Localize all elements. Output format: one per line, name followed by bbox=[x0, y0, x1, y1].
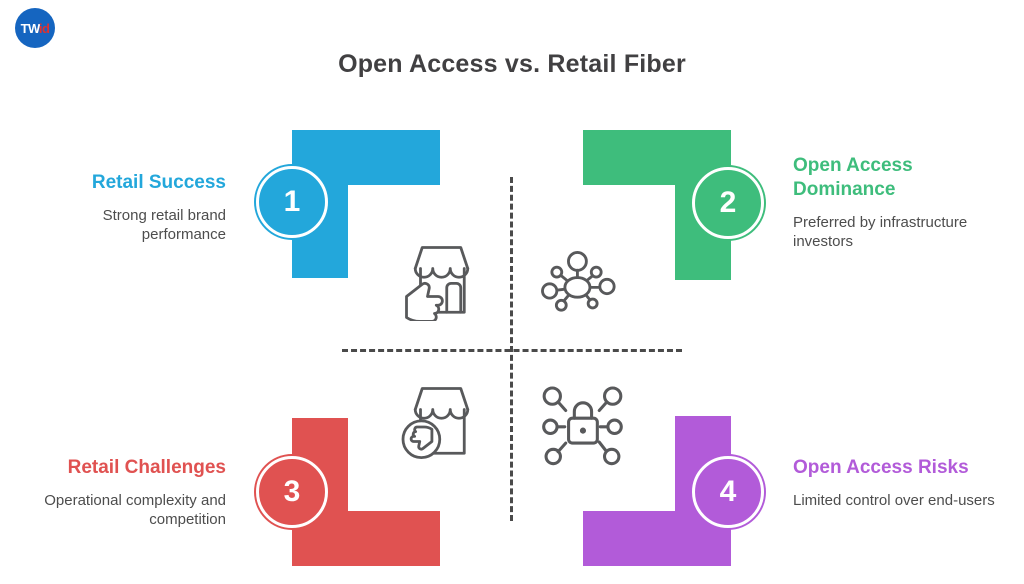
network-hub-icon bbox=[538, 246, 624, 318]
page-title: Open Access vs. Retail Fiber bbox=[338, 50, 686, 78]
brand-logo: TW id bbox=[15, 8, 55, 48]
quadrant-4-text: Open Access Risks Limited control over e… bbox=[793, 456, 1005, 510]
quadrant-3-description: Operational complexity and competition bbox=[44, 491, 226, 529]
quadrant-3-title: Retail Challenges bbox=[67, 457, 226, 478]
red-l-shape-horizontal-bar bbox=[292, 511, 440, 566]
step-4-badge: 4 bbox=[692, 456, 764, 528]
quadrant-2-description: Preferred by infrastructure investors bbox=[793, 213, 968, 251]
step-2-badge: 2 bbox=[692, 167, 764, 239]
store-thumbs-up-icon bbox=[396, 237, 480, 321]
step-3-badge: 3 bbox=[256, 456, 328, 528]
quadrant-2-title: Open Access Dominance bbox=[793, 155, 913, 200]
quadrant-4-title: Open Access Risks bbox=[793, 457, 969, 478]
quadrant-3-text: Retail Challenges Operational complexity… bbox=[40, 456, 226, 530]
quadrant-4-description: Limited control over end-users bbox=[793, 491, 995, 509]
quadrant-2-text: Open Access Dominance Preferred by infra… bbox=[793, 154, 998, 252]
network-lock-icon bbox=[536, 376, 628, 468]
quadrant-1-title: Retail Success bbox=[91, 172, 226, 193]
logo-text-accent: id bbox=[38, 20, 50, 36]
quadrant-1-description: Strong retail brand performance bbox=[102, 206, 226, 244]
logo-text-primary: TW bbox=[20, 20, 41, 36]
vertical-divider-dashed-line bbox=[510, 177, 513, 521]
step-1-badge: 1 bbox=[256, 166, 328, 238]
quadrant-1-text: Retail Success Strong retail brand perfo… bbox=[50, 171, 226, 245]
store-thumbs-down-icon bbox=[396, 375, 480, 465]
